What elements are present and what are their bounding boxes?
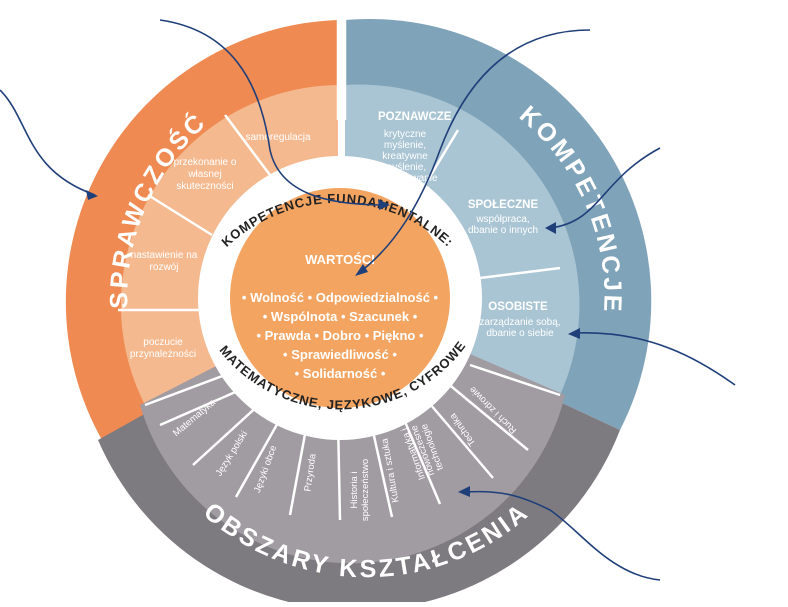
arrow-right-to-osobiste [574, 332, 736, 386]
values-center [230, 188, 450, 408]
bullet-icon: • [263, 309, 271, 324]
bullet-icon: • [377, 366, 386, 381]
values-row: • Prawda • Dobro • Piękno • [256, 328, 424, 343]
arrowhead-icon [355, 264, 368, 276]
sprawczosc-item: samoregulacja [245, 132, 310, 143]
kompetencje-item-title: SPOŁECZNE [468, 199, 539, 211]
value-item: Wspólnota [271, 309, 338, 324]
arrowhead-icon [378, 199, 390, 210]
bullet-icon: • [304, 290, 316, 305]
value-item: Sprawiedliwość [291, 347, 389, 362]
bullet-icon: • [256, 328, 264, 343]
bullet-icon: • [361, 328, 373, 343]
obszary-item: Przyroda [302, 452, 318, 492]
arrow-top-to-fundamentalne [159, 19, 386, 206]
value-item: Odpowiedzialność [316, 290, 430, 305]
kompetencje-item-title: POZNAWCZE [378, 111, 452, 123]
values-row: • Solidarność • [295, 366, 386, 381]
value-item: Dobro [323, 328, 361, 343]
values-title: WARTOŚCI [305, 252, 375, 267]
value-item: Piękno [373, 328, 416, 343]
bullet-icon: • [242, 290, 250, 305]
kompetencje-item-text: współpraca,dbanie o innych [468, 214, 538, 236]
values-list: • Wolność • Odpowiedzialność •• Wspólnot… [242, 290, 439, 381]
values-row: • Wolność • Odpowiedzialność • [242, 290, 439, 305]
annotation-arrows [0, 19, 736, 581]
arrow-left-top [0, 89, 96, 196]
bullet-icon: • [389, 347, 398, 362]
bullet-icon: • [415, 328, 424, 343]
bullet-icon: • [295, 366, 303, 381]
bullet-icon: • [409, 309, 418, 324]
kompetencje-item-text: zarządzanie sobą,dbanie o siebie [479, 317, 560, 339]
arrow-bottom-right-to-informatyka [464, 490, 661, 581]
bullet-icon: • [337, 309, 349, 324]
arrowhead-icon [458, 486, 470, 497]
value-item: Szacunek [349, 309, 410, 324]
values-row: • Sprawiedliwość • [283, 347, 397, 362]
bullet-icon: • [311, 328, 323, 343]
values-row: • Wspólnota • Szacunek • [263, 309, 418, 324]
kompetencje-item-title: OSOBISTE [488, 301, 548, 313]
bullet-icon: • [283, 347, 291, 362]
arrow-top-right-to-wartosci [359, 29, 591, 273]
bullet-icon: • [430, 290, 439, 305]
value-item: Prawda [265, 328, 312, 343]
arrowhead-icon [545, 222, 556, 234]
obszary-item: Historia ispołeczeństwo [349, 459, 371, 521]
arrow-right-to-spoleczne [549, 147, 661, 229]
arrowhead-icon [568, 328, 580, 339]
arrowhead-icon [86, 190, 98, 200]
value-item: Wolność [250, 290, 304, 305]
value-item: Solidarność [303, 366, 377, 381]
